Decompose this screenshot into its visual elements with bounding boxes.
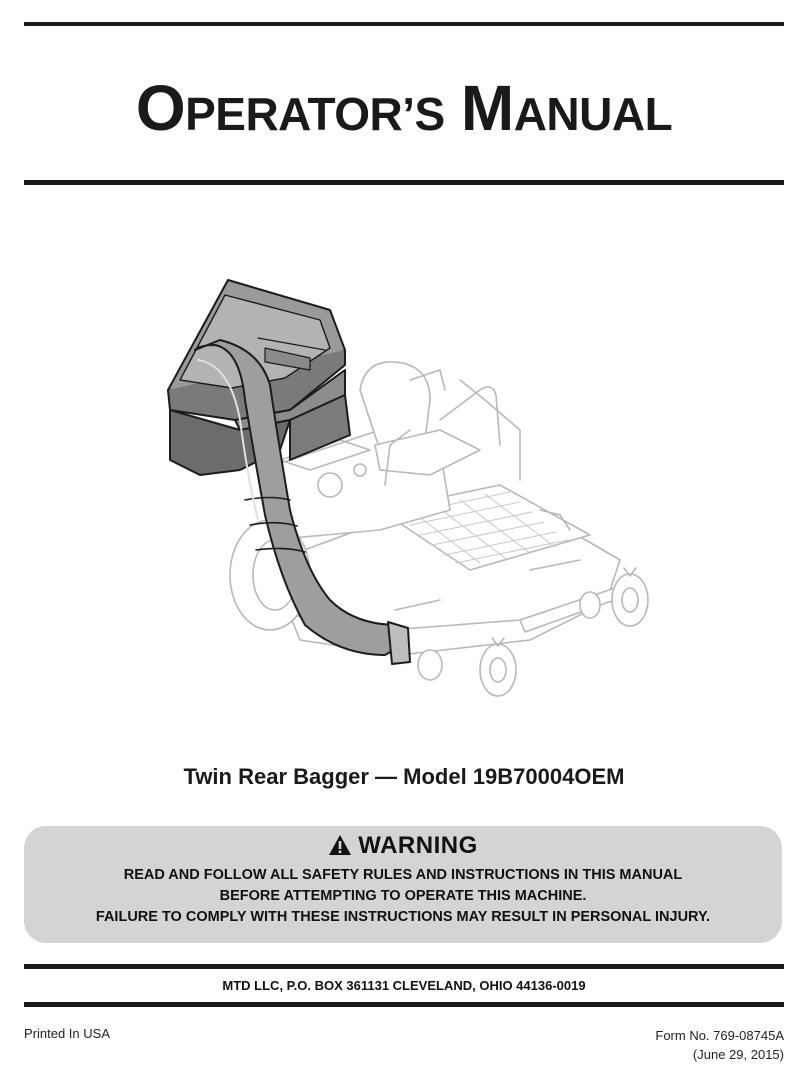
warning-line: READ AND FOLLOW ALL SAFETY RULES AND INS… [123, 867, 683, 883]
form-number-block: Form No. 769-08745A (June 29, 2015) [655, 1026, 784, 1064]
top-rule [24, 22, 784, 26]
printed-in-label: Printed In USA [24, 1026, 110, 1041]
warning-heading: WARNING [24, 830, 782, 865]
address-top-rule [24, 964, 784, 969]
warning-line: FAILURE TO COMPLY WITH THESE INSTRUCTION… [95, 909, 711, 925]
page-title: OPERATOR’S MANUAL [135, 72, 673, 144]
company-address: MTD LLC, P.O. BOX 361131 CLEVELAND, OHIO… [222, 978, 586, 993]
title-bottom-rule [24, 180, 784, 185]
warning-line: BEFORE ATTEMPTING TO OPERATE THIS MACHIN… [219, 888, 587, 904]
bagger-mower-illustration [167, 279, 649, 697]
warning-heading-text: WARNING [358, 832, 478, 859]
model-title: Twin Rear Bagger — Model 19B70004OEM [183, 764, 625, 789]
form-number: Form No. 769-08745A [655, 1028, 784, 1043]
warning-box: WARNING READ AND FOLLOW ALL SAFETY RULES… [24, 826, 782, 943]
form-date: (June 29, 2015) [692, 1047, 784, 1062]
warning-triangle-icon [328, 833, 352, 865]
address-bottom-rule [24, 1002, 784, 1007]
